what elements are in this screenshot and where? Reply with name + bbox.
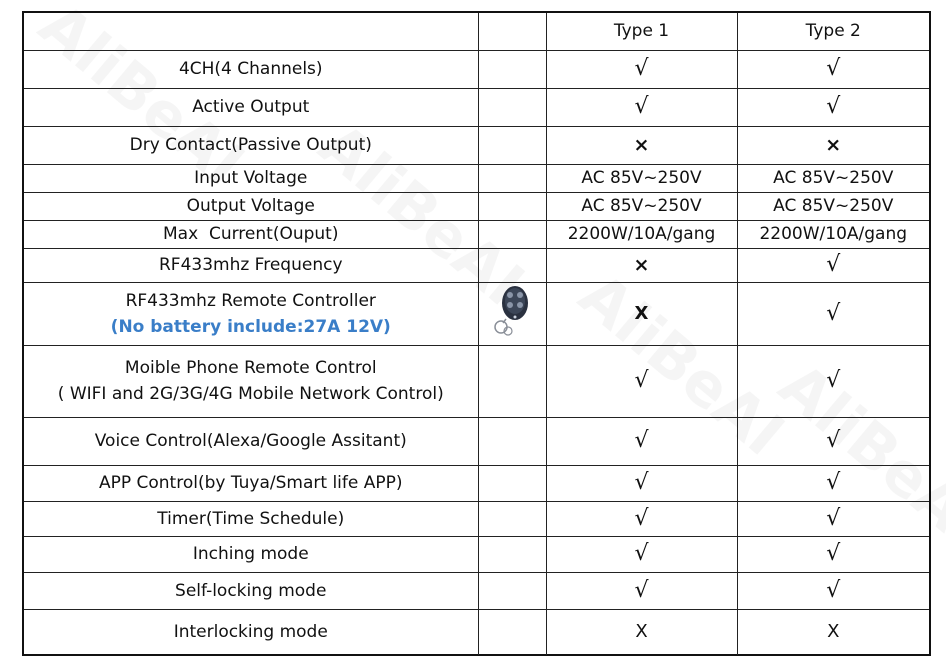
feature-label: Input Voltage [24, 163, 479, 193]
table-row: Moible Phone Remote Control ( WIFI and 2… [24, 344, 929, 418]
table-row: Input Voltage AC 85V~250V AC 85V~250V [24, 163, 929, 193]
image-cell [477, 344, 547, 418]
feature-label: Output Voltage [24, 191, 479, 221]
type1-value: √ [545, 344, 738, 418]
table-row: Self-locking mode √ √ [24, 571, 929, 610]
table-row: APP Control(by Tuya/Smart life APP) √ √ [24, 464, 929, 502]
type2-value: X [736, 608, 929, 655]
table-row: 4CH(4 Channels) √ √ [24, 49, 929, 89]
feature-label: Voice Control(Alexa/Google Assitant) [24, 416, 479, 466]
header-type2: Type 2 [736, 13, 929, 51]
image-cell [477, 247, 547, 283]
battery-note: (No battery include:27A 12V) [110, 316, 391, 337]
image-cell [477, 219, 547, 249]
type1-value: × [545, 125, 738, 165]
type2-value: √ [736, 344, 929, 418]
feature-label: APP Control(by Tuya/Smart life APP) [24, 464, 479, 502]
table-row: Voice Control(Alexa/Google Assitant) √ √ [24, 416, 929, 466]
type1-value: √ [545, 464, 738, 502]
type1-value: AC 85V~250V [545, 163, 738, 193]
image-cell [477, 191, 547, 221]
image-cell [477, 500, 547, 537]
type2-value: √ [736, 464, 929, 502]
type2-value: √ [736, 87, 929, 127]
feature-label-line: Moible Phone Remote Control [124, 358, 377, 378]
type2-value: √ [736, 416, 929, 466]
table-row: Inching mode √ √ [24, 535, 929, 573]
type2-value: √ [736, 535, 929, 573]
table-row: Interlocking mode X X [24, 608, 929, 655]
feature-label: RF433mhz Frequency [24, 247, 479, 283]
image-cell [477, 535, 547, 573]
image-cell [477, 49, 547, 89]
feature-label: Max Current(Ouput) [24, 219, 479, 249]
type1-value: X [545, 608, 738, 655]
feature-label: Inching mode [24, 535, 479, 573]
feature-label: Active Output [24, 87, 479, 127]
table-row: RF433mhz Frequency × √ [24, 247, 929, 283]
type1-value: X [545, 281, 738, 346]
header-row: Type 1 Type 2 [24, 13, 929, 51]
feature-label: Dry Contact(Passive Output) [24, 125, 479, 165]
type2-value: 2200W/10A/gang [736, 219, 929, 249]
table-row: Dry Contact(Passive Output) × × [24, 125, 929, 165]
comparison-table: Type 1 Type 2 4CH(4 Channels) √ √ Active… [24, 13, 929, 655]
image-cell [477, 608, 547, 655]
feature-label: Timer(Time Schedule) [24, 500, 479, 537]
table-row: Timer(Time Schedule) √ √ [24, 500, 929, 537]
type1-value: √ [545, 535, 738, 573]
feature-label-line: RF433mhz Remote Controller [125, 290, 376, 311]
feature-label: Self-locking mode [24, 571, 479, 610]
type1-value: √ [545, 49, 738, 89]
header-type1: Type 1 [545, 13, 738, 51]
image-cell [477, 281, 547, 346]
feature-label: 4CH(4 Channels) [24, 49, 479, 89]
type1-value: √ [545, 571, 738, 610]
image-cell [477, 416, 547, 466]
type2-value: √ [736, 571, 929, 610]
table-row: Max Current(Ouput) 2200W/10A/gang 2200W/… [24, 219, 929, 249]
image-cell [477, 87, 547, 127]
type1-value: AC 85V~250V [545, 191, 738, 221]
table-row: Active Output √ √ [24, 87, 929, 127]
feature-label: Interlocking mode [24, 608, 479, 655]
table-row: Output Voltage AC 85V~250V AC 85V~250V [24, 191, 929, 221]
type2-value: √ [736, 281, 929, 346]
type2-value: √ [736, 49, 929, 89]
image-cell [477, 163, 547, 193]
header-cell-feature [24, 13, 479, 51]
type2-value: AC 85V~250V [736, 191, 929, 221]
remote-controller-image [494, 285, 528, 336]
image-cell [477, 125, 547, 165]
type1-value: × [545, 247, 738, 283]
feature-label: Moible Phone Remote Control ( WIFI and 2… [24, 344, 479, 418]
type1-value: √ [545, 500, 738, 537]
type2-value: × [736, 125, 929, 165]
type2-value: √ [736, 247, 929, 283]
comparison-table-frame: Type 1 Type 2 4CH(4 Channels) √ √ Active… [22, 11, 931, 656]
feature-label-line: ( WIFI and 2G/3G/4G Mobile Network Contr… [57, 384, 444, 404]
type1-value: √ [545, 416, 738, 466]
type2-value: AC 85V~250V [736, 163, 929, 193]
feature-label: RF433mhz Remote Controller (No battery i… [24, 281, 479, 346]
table-row: RF433mhz Remote Controller (No battery i… [24, 281, 929, 346]
type1-value: √ [545, 87, 738, 127]
image-cell [477, 464, 547, 502]
header-cell-image [477, 13, 547, 51]
type2-value: √ [736, 500, 929, 537]
image-cell [477, 571, 547, 610]
type1-value: 2200W/10A/gang [545, 219, 738, 249]
